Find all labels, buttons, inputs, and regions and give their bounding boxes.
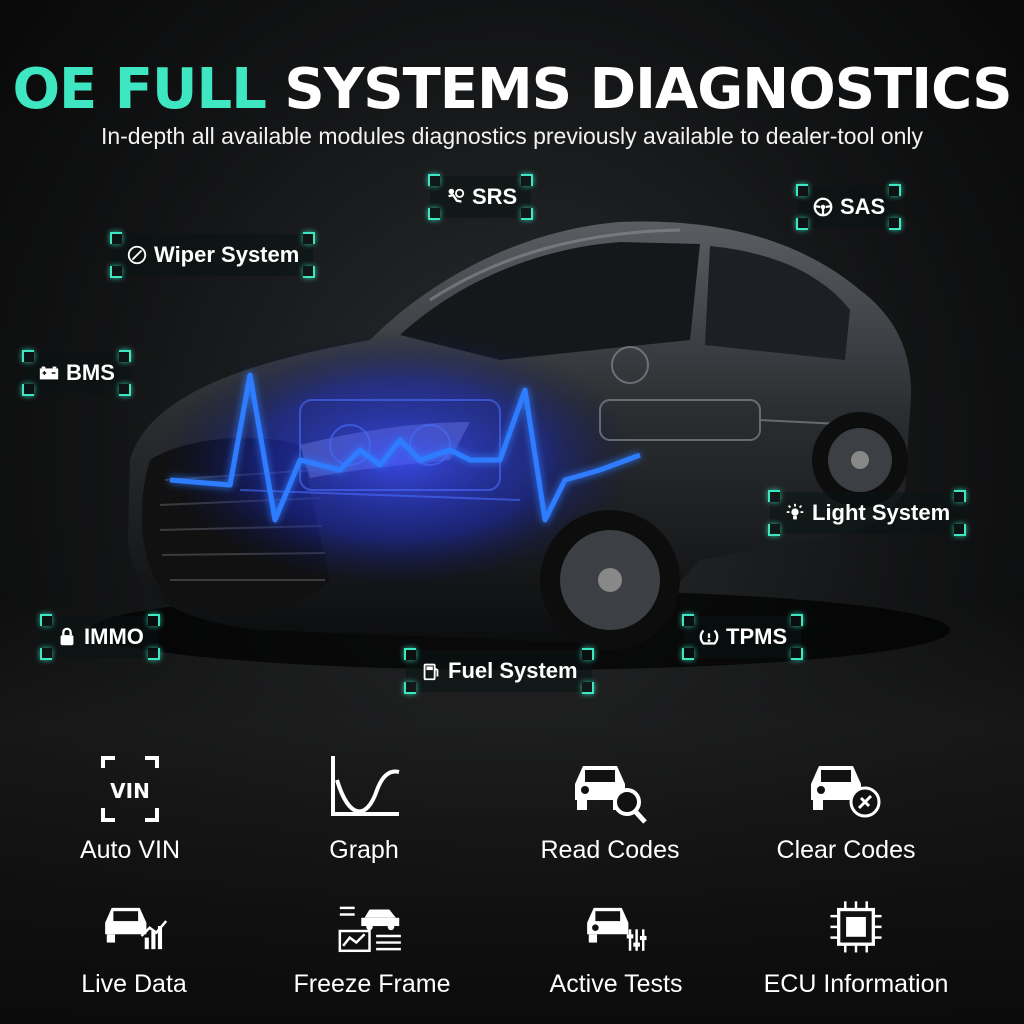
feature-ecu-information: ECU Information <box>746 898 966 999</box>
title-rest: SYSTEMS DIAGNOSTICS <box>284 57 1012 122</box>
feature-active-tests: Active Tests <box>506 898 726 999</box>
wiper-icon <box>127 245 147 265</box>
tire-pressure-icon <box>699 629 719 645</box>
feature-label: Read Codes <box>540 836 680 864</box>
vin-scan-icon: VIN <box>101 756 159 822</box>
page-subtitle: In-depth all available modules diagnosti… <box>100 123 924 149</box>
feature-label: ECU Information <box>763 970 949 998</box>
feature-live-data: Live Data <box>24 898 244 999</box>
feature-clear-codes: Clear Codes <box>736 750 956 865</box>
feature-label: Clear Codes <box>776 836 916 864</box>
battery-icon <box>39 366 59 380</box>
title-accent: OE FULL <box>12 57 266 122</box>
feature-label: Graph <box>329 836 399 864</box>
airbag-icon <box>448 188 465 203</box>
tag-wiper-system: Wiper System <box>109 232 316 278</box>
feature-freeze-frame: Freeze Frame <box>262 898 482 999</box>
steering-wheel-icon <box>813 197 833 217</box>
tag-fuel-system: Fuel System <box>404 648 594 694</box>
fuel-icon <box>423 663 439 681</box>
tag-bms: BMS <box>22 350 131 396</box>
tag-srs: SRS <box>427 174 534 220</box>
tag-light-system: Light System <box>767 490 967 536</box>
car-clear-icon <box>811 766 881 818</box>
svg-text:VIN: VIN <box>110 779 150 803</box>
feature-label: Auto VIN <box>79 836 181 864</box>
feature-label: Live Data <box>81 970 187 998</box>
light-bulb-icon <box>786 503 804 520</box>
tag-tpms: TPMS <box>681 614 804 660</box>
feature-graph: Graph <box>254 750 474 865</box>
car-search-icon <box>575 766 647 824</box>
feature-auto-vin: VIN Auto VIN <box>20 750 240 865</box>
feature-label: Active Tests <box>549 970 683 998</box>
lock-icon <box>60 627 74 646</box>
freeze-frame-icon <box>338 906 401 953</box>
car-illustration <box>90 221 950 670</box>
feature-read-codes: Read Codes <box>500 750 720 865</box>
tag-sas: SAS <box>795 184 902 230</box>
car-live-data-icon <box>105 907 168 950</box>
car-active-test-icon <box>587 907 647 951</box>
feature-label: Freeze Frame <box>293 970 451 998</box>
tag-immo: IMMO <box>40 614 160 660</box>
graph-icon <box>331 756 400 816</box>
page-title: OE FULL SYSTEMS DIAGNOSTICS <box>0 50 1024 130</box>
chip-icon <box>830 901 882 953</box>
